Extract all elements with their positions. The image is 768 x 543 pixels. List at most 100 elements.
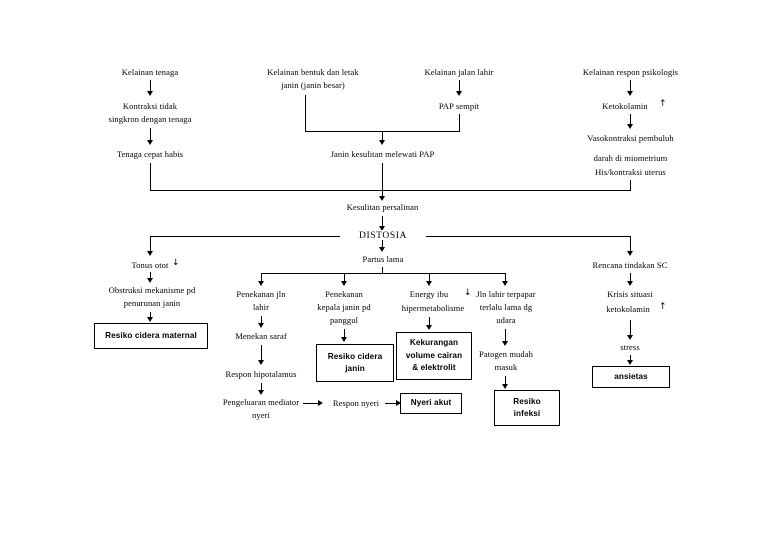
node-menekan-saraf: Menekan saraf <box>235 331 287 341</box>
up-arrow-icon-ketokolamin-2: ↑ <box>659 302 667 312</box>
node-kelainan-tenaga: Kelainan tenaga <box>121 67 179 77</box>
node-energy-ibu: Energy ibu <box>409 289 449 299</box>
node-respon-nyeri: Respon nyeri <box>332 398 380 408</box>
arrowhead-partuslama-to-penekananjln <box>258 281 264 286</box>
arrowhead-energyibu-to-kekurangancairan <box>426 325 432 330</box>
node-krisis-situasi: Krisis situasi <box>607 289 653 299</box>
node-ketokolamin: Ketokolamin <box>602 101 648 111</box>
connector-penekanankepala-to-resikocidejanin <box>344 329 345 338</box>
arrowhead-ketokolamin-to-vasokontraksi <box>627 124 633 129</box>
connector-responhipotalamus-to-pengeluaran <box>261 383 262 392</box>
connector-mergebar-to-kesulitan <box>382 190 383 198</box>
connector-jalanlahir-to-pap <box>459 80 460 93</box>
node-hipermetabolisme: hipermetabolisme <box>401 303 465 313</box>
arrowhead-kesulitan-to-distosia <box>379 226 385 231</box>
node-ketokolamin-stress: ketokolamin <box>606 304 650 314</box>
connector-psikologis-branch-down <box>630 180 631 190</box>
arrowhead-mergebar-to-kesulitan <box>379 196 385 201</box>
arrowhead-distosia-to-rencanasc <box>627 251 633 256</box>
connector-tenaga-to-kontraksi <box>150 80 151 93</box>
connector-energyibu-to-kekurangancairan <box>429 317 430 326</box>
connector-pap-down <box>459 114 460 131</box>
arrowhead-jalanlahir-to-pap <box>456 91 462 96</box>
node-kelainan-bentuk-letak-janin: Kelainan bentuk dan letak janin (janin b… <box>267 67 359 90</box>
box-kekurangan-volume-cairan: Kekurangan volume cairan & elektrolit <box>396 332 472 380</box>
arrowhead-partuslama-to-jlnlahirterpapar <box>502 281 508 286</box>
node-tenaga-cepat-habis: Tenaga cepat habis <box>116 149 184 159</box>
connector-bentukjanin-down <box>305 95 306 131</box>
node-jln-lahir-terpapar: Jln lahir terpapar terlalu lama dg udara <box>476 289 536 325</box>
node-pengeluaran-mediator-nyeri: Pengeluaran mediator nyeri <box>222 397 300 420</box>
node-stress: stress <box>620 342 640 352</box>
connector-partuslama-to-penekanankepala <box>344 273 345 283</box>
arrowhead-tonus-to-obstruksi <box>147 278 153 283</box>
node-rencana-tindakan-sc: Rencana tindakan SC <box>592 260 668 270</box>
node-vasokontraksi-pembuluh: Vasokontraksi pembuluh <box>587 133 674 143</box>
connector-krisissituasi-to-stress <box>630 320 631 337</box>
connector-kontraksi-to-tenagahabis <box>150 128 151 142</box>
down-arrow-icon-energy-ibu: ↓ <box>464 288 472 298</box>
arrowhead-responhipotalamus-to-pengeluaran <box>258 390 264 395</box>
connector-tenagahabis-down <box>150 163 151 190</box>
node-tonus-otot: Tonus otot <box>131 260 169 270</box>
node-kelainan-respon-psikologis: Kelainan respon psikologis <box>582 67 679 77</box>
connector-pengeluaran-to-responnyeri <box>303 403 319 404</box>
node-kesulitan-persalinan: Kesulitan persalinan <box>346 202 419 212</box>
arrowhead-psikologis-to-ketokolamin <box>627 91 633 96</box>
arrowhead-partuslama-to-energyibu <box>426 281 432 286</box>
connector-psikologis-to-ketokolamin <box>630 80 631 93</box>
connector-menekansaraf-to-responhipotalamus <box>261 345 262 362</box>
connector-janinkesulitan-down <box>382 163 383 199</box>
node-kontraksi-tidak-singkron: Kontraksi tidak singkron dengan tenaga <box>108 101 192 124</box>
arrowhead-responnyeri-to-nyeriakut <box>396 400 401 406</box>
arrowhead-rencanasc-to-krisissituasi <box>627 281 633 286</box>
connector-rencanasc-to-krisissituasi <box>630 273 631 282</box>
box-resiko-cidera-maternal: Resiko cidera maternal <box>94 323 208 349</box>
node-penekanan-jln-lahir: Penekanan jln lahir <box>236 289 286 312</box>
connector-distosia-to-tonus <box>150 236 151 253</box>
arrowhead-jlnlahirterpapar-to-patogen <box>502 341 508 346</box>
arrowhead-kontraksi-to-tenagahabis <box>147 140 153 145</box>
arrowhead-patogen-to-resikoinfeksi <box>502 384 508 389</box>
node-penekanan-kepala-janin: Penekanan kepala janin pd panggul <box>317 289 371 325</box>
connector-distosia-to-partuslama <box>382 240 383 249</box>
arrowhead-stress-to-ansietas <box>627 360 633 365</box>
connector-penekananjln-to-menekansaraf <box>261 316 262 325</box>
connector-partuslama-to-energyibu <box>429 273 430 283</box>
arrowhead-merge-to-janinkesulitan <box>379 140 385 145</box>
arrowhead-distosia-to-tonus <box>147 251 153 256</box>
merge-bar-kesulitan-persalinan <box>150 190 631 191</box>
node-kelainan-jalan-lahir: Kelainan jalan lahir <box>424 67 494 77</box>
connector-merge-to-janinkesulitan <box>382 131 383 142</box>
node-pap-sempit: PAP sempit <box>438 101 480 111</box>
arrowhead-partuslama-to-penekanankepala <box>341 281 347 286</box>
connector-kesulitan-to-distosia <box>382 216 383 228</box>
down-arrow-icon-tonus-otot: ↓ <box>172 258 180 268</box>
node-partus-lama: Partus lama <box>362 254 404 264</box>
node-respon-hipotalamus: Respon hipotalamus <box>225 369 297 379</box>
arrowhead-obstruksi-to-resikomaternal <box>147 317 153 322</box>
arrowhead-distosia-to-partuslama <box>379 247 385 252</box>
box-nyeri-akut: Nyeri akut <box>400 393 462 414</box>
connector-patogen-to-resikoinfeksi <box>505 376 506 385</box>
box-resiko-cidera-janin: Resiko cidera janin <box>316 344 394 382</box>
arrowhead-krisissituasi-to-stress <box>627 335 633 340</box>
connector-responnyeri-to-nyeriakut <box>385 403 398 404</box>
connector-distosia-to-rencanasc <box>630 236 631 253</box>
box-resiko-infeksi: Resiko infeksi <box>494 390 560 426</box>
arrowhead-menekansaraf-to-responhipotalamus <box>258 360 264 365</box>
node-distosia-title: DISTOSIA <box>340 230 426 243</box>
connector-ketokolamin-to-vasokontraksi <box>630 114 631 126</box>
arrowhead-pengeluaran-to-responnyeri <box>318 400 323 406</box>
distribution-bar-partus-lama <box>261 273 505 274</box>
arrowhead-tenaga-to-kontraksi <box>147 91 153 96</box>
arrowhead-penekananjln-to-menekansaraf <box>258 323 264 328</box>
connector-jlnlahirterpapar-to-patogen <box>505 329 506 343</box>
connector-tonus-to-obstruksi <box>150 272 151 280</box>
arrowhead-penekanankepala-to-resikocidejanin <box>341 337 347 342</box>
connector-stress-to-ansietas <box>630 355 631 363</box>
up-arrow-icon-ketokolamin: ↑ <box>659 99 667 109</box>
node-patogen-mudah-masuk: Patogen mudah masuk <box>479 349 533 372</box>
node-darah-di-miometrium: darah di miometrium <box>593 153 668 163</box>
